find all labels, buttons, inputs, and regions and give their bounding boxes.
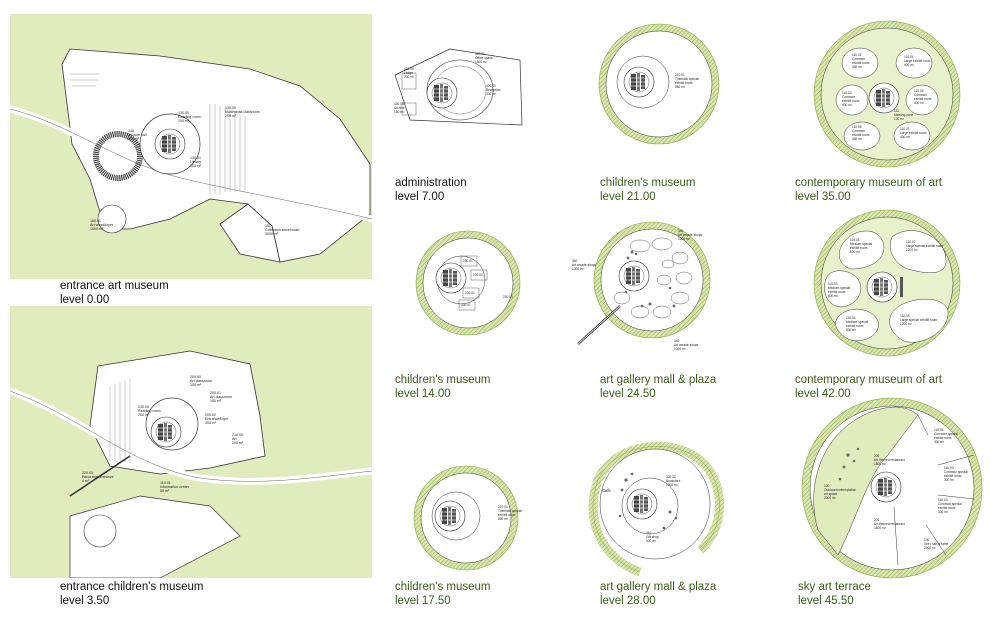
caption-contemporary-museum-35: contemporary museum of art level 35.00: [795, 176, 942, 204]
plan-level: level 42.00: [795, 388, 851, 400]
plan-level: level 24.50: [600, 388, 656, 400]
plan-title: entrance children's museum: [60, 581, 204, 593]
plan-level: level 3.50: [60, 595, 110, 607]
caption-administration: administration level 7.00: [395, 176, 467, 204]
plan-childrens-museum-14: 230.01 230.01 230.01 230.01 230.00: [415, 230, 521, 336]
plan-level: level 7.00: [395, 191, 445, 203]
svg-text:230.01: 230.01: [461, 303, 471, 307]
lecture-hall-seating: [93, 131, 143, 181]
plan-title: entrance art museum: [60, 280, 169, 292]
plan-level: level 45.50: [798, 595, 854, 607]
plan-title: art gallery mall & plaza: [600, 374, 717, 386]
caption-art-gallery-24: art gallery mall & plaza level 24.50: [600, 373, 716, 401]
svg-text:230.01: 230.01: [465, 291, 475, 295]
plan-level: level 14.00: [395, 388, 451, 400]
terrace-area: [813, 406, 919, 556]
lower-site: [69, 495, 241, 578]
plan-title: children's museum: [600, 177, 696, 189]
plan-title: children's museum: [395, 374, 491, 386]
plan-title: art gallery mall & plaza: [600, 581, 717, 593]
caption-contemporary-museum-42: contemporary museum of art level 42.00: [795, 373, 942, 401]
plan-title: administration: [395, 177, 467, 189]
svg-text:230.01: 230.01: [463, 259, 473, 263]
caption-art-gallery-28: art gallery mall & plaza level 28.00: [600, 580, 716, 608]
caption-childrens-museum-21: children's museum level 21.00: [600, 176, 696, 204]
plan-level: level 17.50: [395, 595, 451, 607]
plan-title: contemporary museum of art: [795, 374, 943, 386]
svg-text:230.01: 230.01: [473, 273, 483, 277]
svg-text:230.00: 230.00: [503, 295, 513, 299]
plan-level: level 0.00: [60, 294, 110, 306]
svg-text:Cafe: Cafe: [602, 488, 612, 493]
plan-level: level 35.00: [795, 191, 851, 203]
plan-title: contemporary museum of art: [795, 177, 943, 189]
caption-entrance-art-museum: entrance art museum level 0.00: [60, 279, 169, 307]
plan-title: sky art terrace: [798, 581, 871, 593]
storehouse-wing: [219, 203, 281, 263]
caption-childrens-museum-17: children's museum level 17.50: [395, 580, 491, 608]
caption-childrens-museum-14: children's museum level 14.00: [395, 373, 491, 401]
caption-entrance-childrens-museum: entrance children's museum level 3.50: [60, 580, 203, 608]
plan-level: level 21.00: [600, 191, 656, 203]
plan-level: level 28.00: [600, 595, 656, 607]
caption-sky-art-terrace: sky art terrace level 45.50: [798, 580, 871, 608]
plan-title: children's museum: [395, 581, 491, 593]
